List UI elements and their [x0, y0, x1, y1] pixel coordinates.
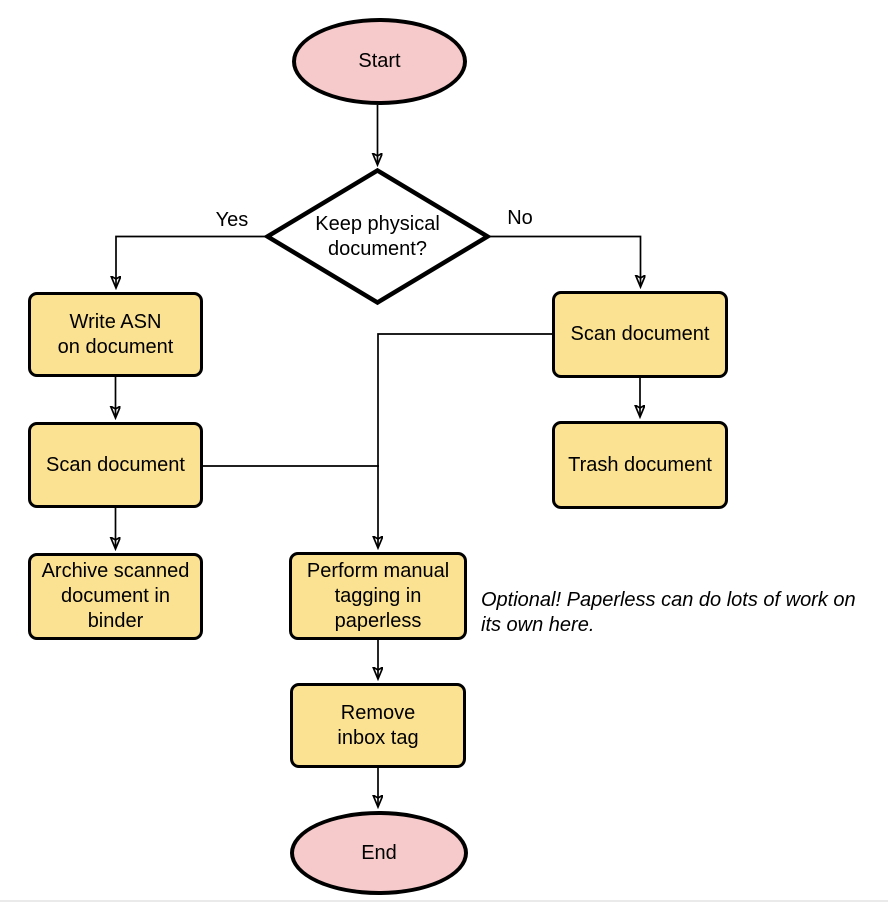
process-trash-document: Trash document [552, 421, 728, 509]
process-scan-document-right: Scan document [552, 291, 728, 378]
decision-diamond-shape [263, 167, 492, 306]
process-scan-document-left: Scan document [28, 422, 203, 508]
process-write-asn: Write ASN on document [28, 292, 203, 377]
edge-label-yes: Yes [215, 209, 249, 231]
annotation-text: Optional! Paperless can do lots of work … [481, 589, 856, 636]
edge-label-no: No [507, 207, 533, 229]
edge-decision-no-to-scan-right [488, 235, 641, 287]
edge-decision-yes-to-write-asn [116, 235, 267, 288]
start-node: Start [292, 18, 467, 105]
edge-scan-right-to-tagging [378, 333, 552, 547]
process-remove-inbox-tag: Remove inbox tag [290, 683, 466, 768]
process-archive-document: Archive scanned document in binder [28, 553, 203, 640]
end-node: End [290, 811, 468, 895]
page-bottom-divider [0, 900, 888, 902]
process-manual-tagging: Perform manual tagging in paperless [289, 552, 467, 640]
decision-node-label: Keep physical document? [315, 212, 440, 260]
